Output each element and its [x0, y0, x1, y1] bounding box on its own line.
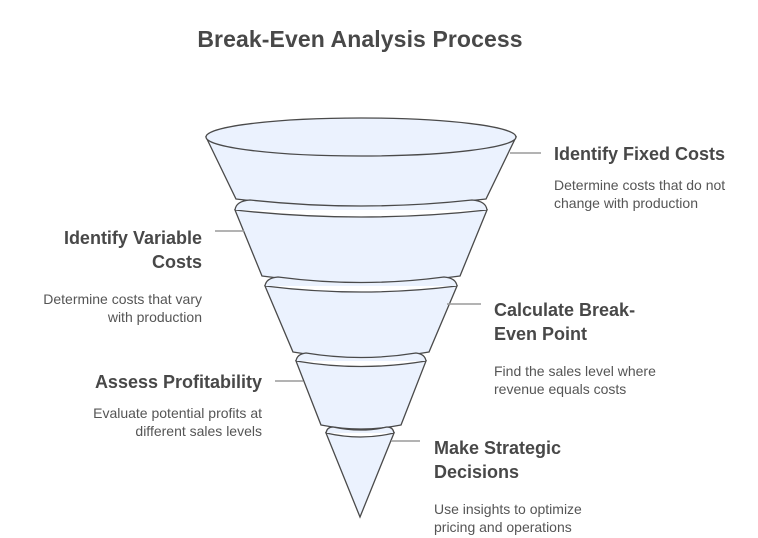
- step-assess-profitability: Assess Profitability Evaluate potential …: [60, 370, 262, 440]
- step-description: Use insights to optimize pricing and ope…: [434, 501, 582, 535]
- funnel-segment-5: [324, 426, 396, 519]
- diagram-title: Break-Even Analysis Process: [197, 26, 523, 52]
- step-make-strategic-decisions: Make Strategic Decisions Use insights to…: [434, 436, 594, 536]
- funnel-segment-3: [263, 276, 459, 359]
- step-heading: Assess Profitability: [94, 372, 262, 392]
- step-description: Determine costs that do not change with …: [554, 177, 726, 211]
- step-description: Determine costs that vary with productio…: [43, 291, 202, 325]
- step-identify-variable-costs: Identify Variable Costs Determine costs …: [20, 226, 202, 326]
- step-heading: Identify Fixed Costs: [554, 144, 726, 164]
- step-identify-fixed-costs: Identify Fixed Costs Determine costs tha…: [554, 142, 754, 212]
- step-heading: Identify Variable Costs: [63, 228, 202, 272]
- funnel-segment-1: [204, 117, 518, 208]
- step-calculate-break-even-point: Calculate Break-Even Point Find the sale…: [494, 298, 656, 398]
- step-description: Find the sales level where revenue equal…: [494, 363, 656, 397]
- step-description: Evaluate potential profits at different …: [93, 405, 262, 439]
- funnel-segment-2: [233, 199, 489, 284]
- step-heading: Make Strategic Decisions: [434, 438, 562, 482]
- funnel-segment-4: [294, 352, 428, 430]
- step-heading: Calculate Break-Even Point: [494, 300, 636, 344]
